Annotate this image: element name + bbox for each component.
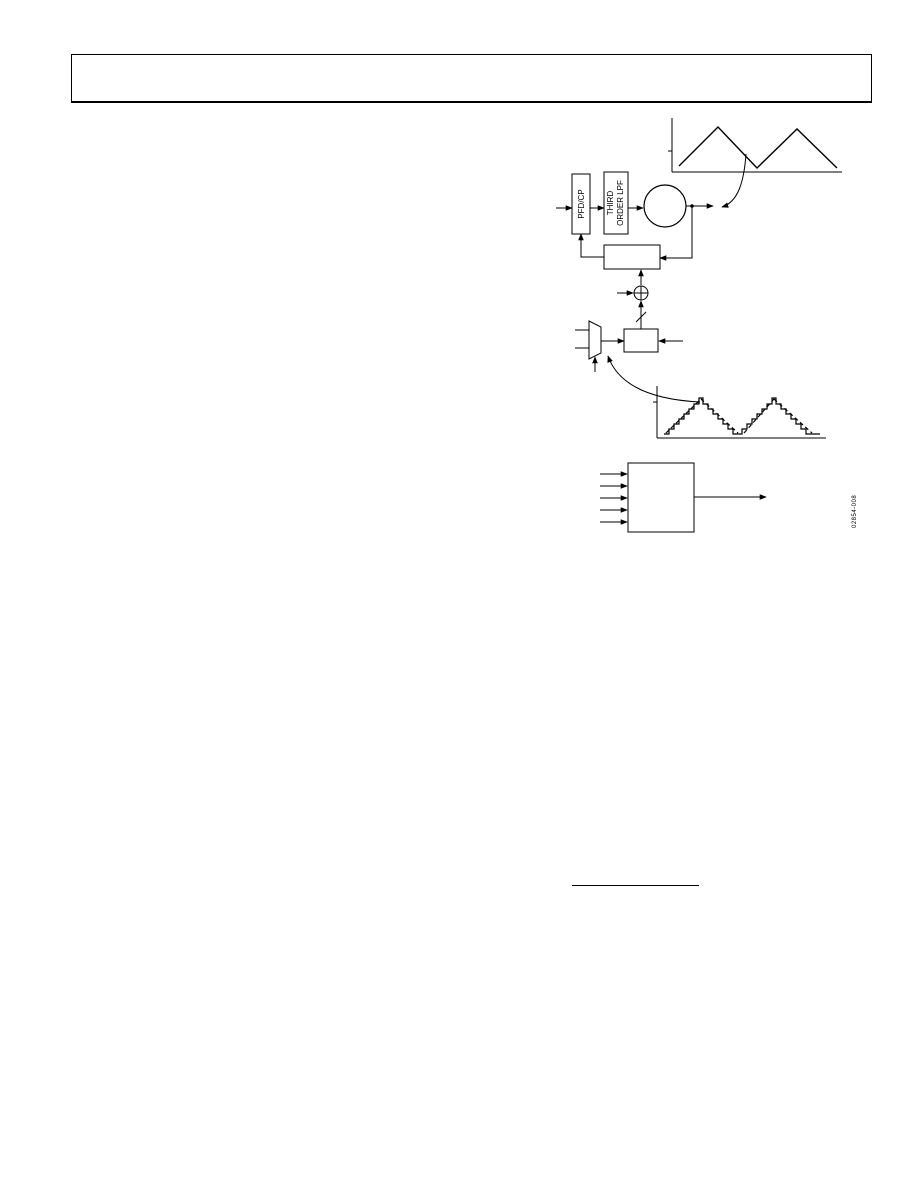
footnote-rule [572, 885, 699, 886]
vco-circle [643, 184, 687, 228]
bus-width-slash [635, 311, 647, 323]
pfd-cp-label: PFD/CP [577, 189, 586, 218]
page-header-frame [71, 54, 872, 103]
control-input-arrows [600, 471, 628, 525]
staircase-waveform-graph [653, 386, 826, 439]
waveform-pointer-arrow [721, 153, 747, 208]
third-order-lpf-block: THIRD ORDER LPF [603, 171, 629, 235]
accumulator-block [623, 328, 659, 353]
lpf-label-line1: THIRD [606, 191, 615, 216]
feedback-path [659, 206, 693, 261]
divider-to-pfd-arrow [578, 233, 604, 258]
triangle-waveform-graph [668, 118, 842, 173]
pfd-cp-block: PFD/CP [571, 173, 591, 235]
n-divider-block [603, 244, 661, 270]
lpf-label-line2: ORDER LPF [616, 180, 625, 226]
mux-trapezoid [588, 320, 602, 360]
summing-junction [633, 285, 649, 301]
control-register-block [627, 462, 695, 533]
figure-code: 02854-008 [852, 494, 858, 528]
staircase-pointer-arrow [607, 355, 701, 403]
